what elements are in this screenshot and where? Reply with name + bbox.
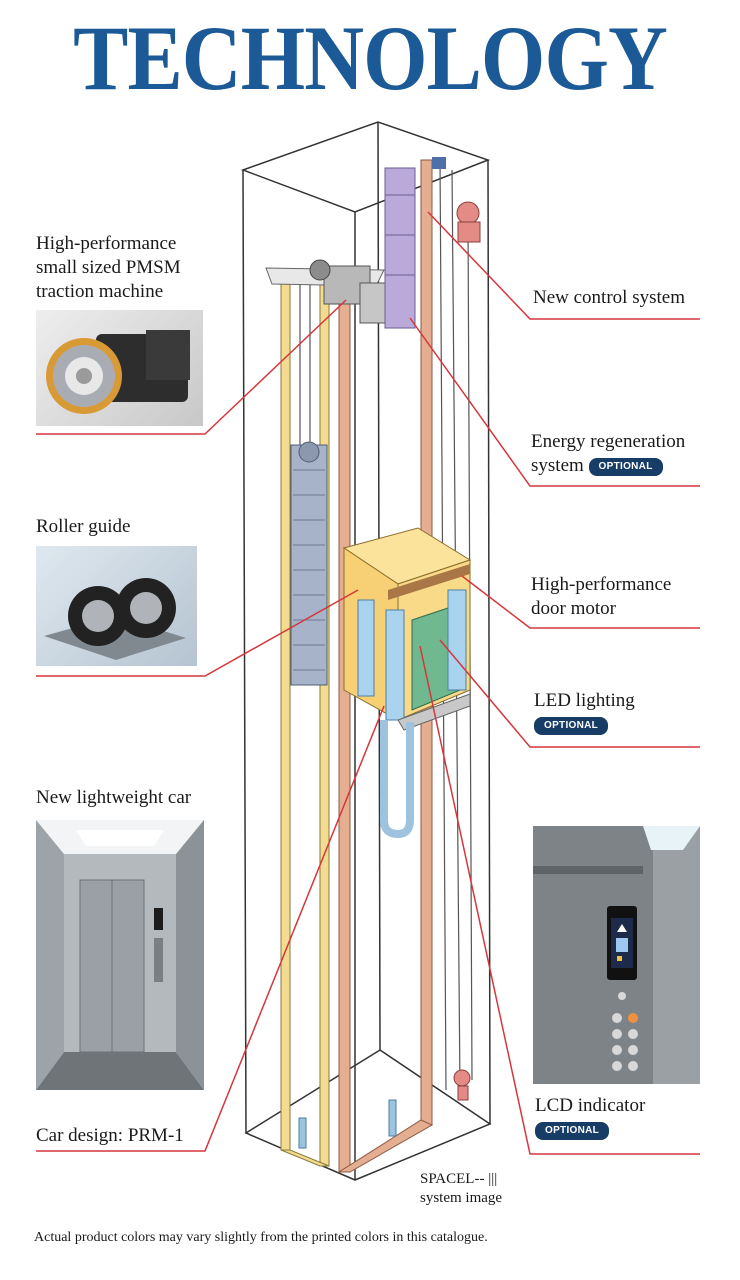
traction-machine-image — [46, 330, 190, 414]
car-design-label: Car design: PRM-1 — [36, 1125, 184, 1146]
roller-guide-photo — [36, 546, 197, 666]
energy-regeneration-label-line-2: system OPTIONAL — [531, 454, 685, 478]
optional-badge: OPTIONAL — [535, 1121, 610, 1140]
control-panel-cabinet — [384, 167, 416, 329]
door-motor-label-line-1: High-performance — [531, 574, 672, 595]
tension-pulley — [453, 1069, 471, 1101]
system-image-caption: SPACEL-- ||| system image — [420, 1170, 502, 1208]
lcd-indicator-label-text: LCD indicator — [535, 1095, 646, 1116]
counterweight — [290, 441, 328, 686]
car-interior-image — [36, 820, 204, 1090]
lightweight-car-photo — [36, 820, 204, 1090]
optional-badge: OPTIONAL — [534, 716, 609, 735]
travelling-cable — [380, 720, 414, 839]
led-lighting-label-text: LED lighting — [534, 690, 635, 711]
traction-machine-photo — [36, 310, 203, 426]
traction-machine-label-line-1: High-performance — [36, 233, 177, 254]
traction-machine-beam — [265, 259, 399, 324]
energy-regeneration-label: Energy regeneration system OPTIONAL — [531, 430, 685, 478]
pit-buffers — [298, 1099, 397, 1149]
page-title: TECHNOLOGY — [73, 7, 668, 109]
roller-guide-image — [44, 578, 186, 660]
top-pulley — [432, 157, 481, 243]
lcd-panel-image — [533, 826, 700, 1084]
energy-regeneration-label-text: system — [531, 455, 584, 476]
control-system-label: New control system — [533, 287, 685, 308]
yellow-guide-rails — [280, 267, 330, 1167]
traction-machine-label-line-2: small sized PMSM — [36, 257, 181, 278]
elevator-car — [342, 527, 472, 731]
lightweight-car-label: New lightweight car — [36, 787, 192, 808]
door-motor-label: High-performance door motor — [531, 573, 671, 621]
door-motor-label-line-2: door motor — [531, 598, 616, 619]
energy-regeneration-label-line-1: Energy regeneration — [531, 431, 686, 452]
traction-machine-label: High-performance small sized PMSM tracti… — [36, 232, 181, 304]
leader-lines — [36, 211, 700, 1155]
lcd-indicator-label: LCD indicator OPTIONAL — [535, 1094, 645, 1142]
footer-note: Actual product colors may vary slightly … — [34, 1230, 488, 1245]
system-caption-line-2: system image — [420, 1190, 503, 1206]
lcd-indicator-photo — [533, 826, 700, 1084]
system-caption-line-1: SPACEL-- ||| — [420, 1171, 498, 1187]
optional-badge: OPTIONAL — [588, 457, 663, 476]
roller-guide-label: Roller guide — [36, 516, 131, 537]
led-lighting-label: LED lighting OPTIONAL — [534, 689, 635, 737]
traction-machine-label-line-3: traction machine — [36, 281, 164, 302]
